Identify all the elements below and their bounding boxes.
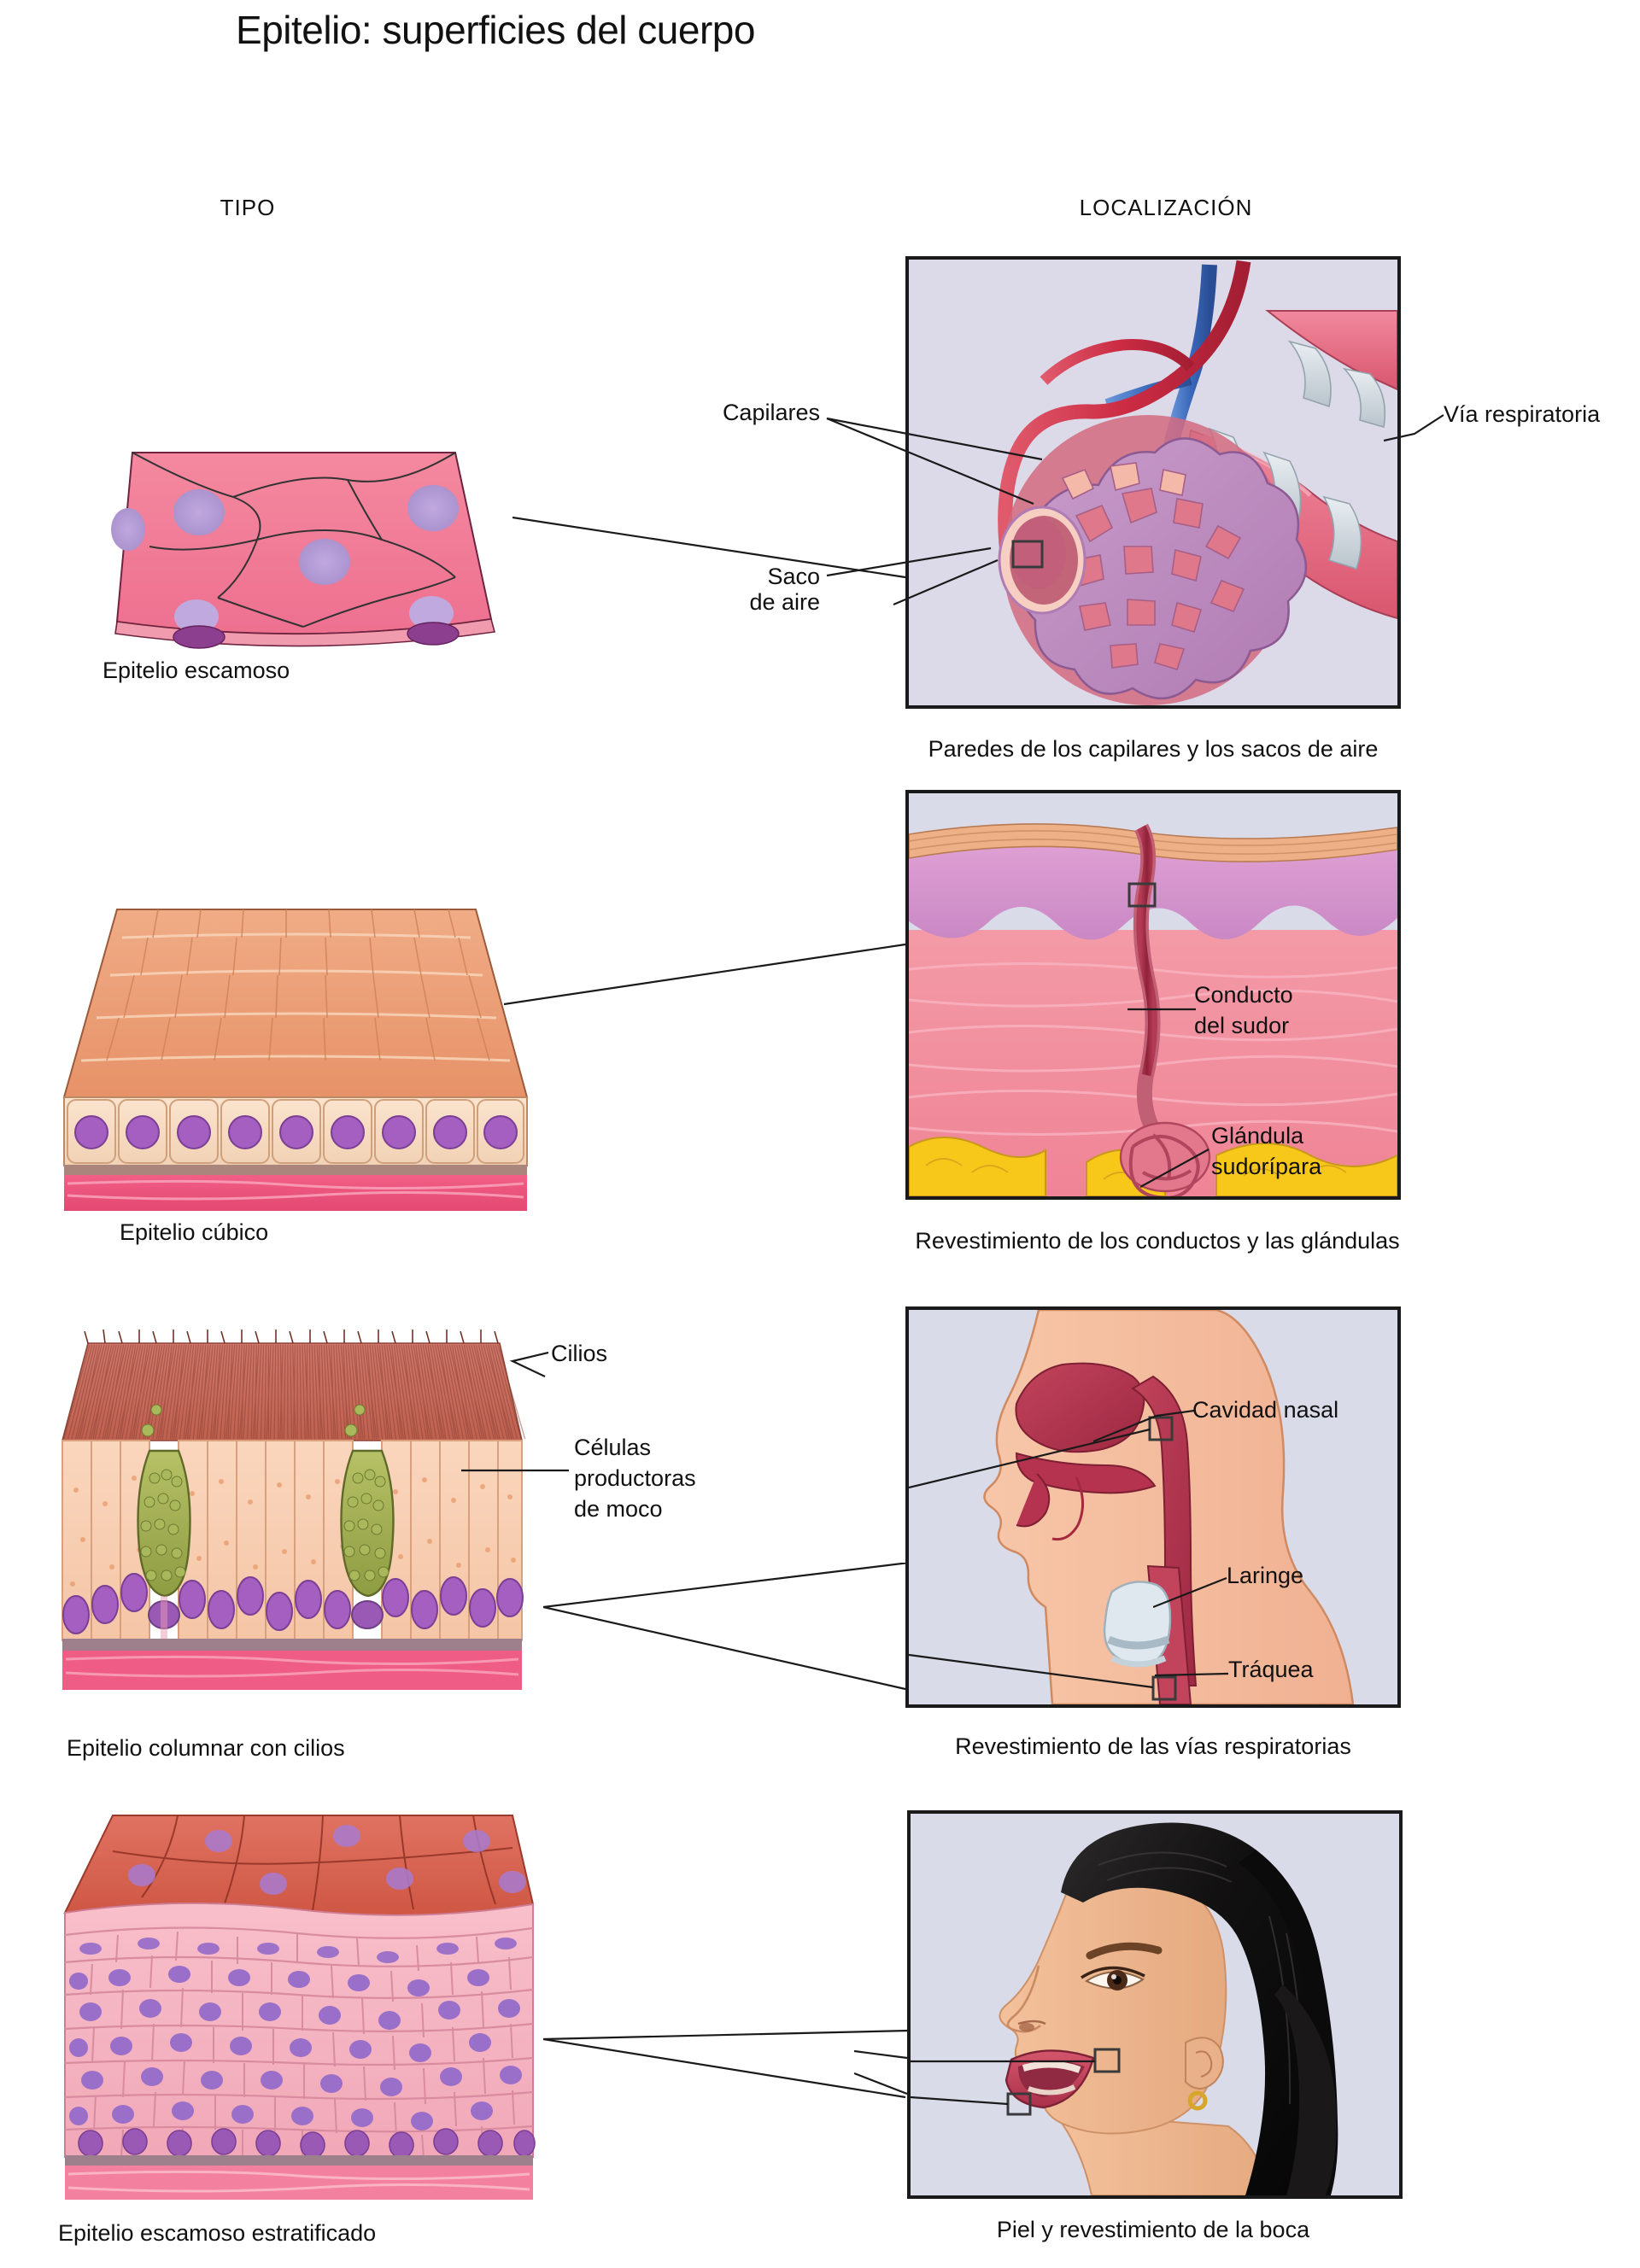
callout-box-nasal — [1148, 1416, 1174, 1441]
label-traquea: Tráquea — [1228, 1657, 1314, 1682]
callout-box-trachea — [1151, 1675, 1177, 1701]
label-cavidad-nasal: Cavidad nasal — [1192, 1397, 1339, 1423]
callout-box-air-sac — [1011, 540, 1044, 569]
leader-columnar-to-panel — [543, 1563, 910, 1691]
leader-cavidad-nasal — [1093, 1409, 1195, 1443]
leader-cuboidal-to-panel — [504, 943, 906, 1006]
leader-cilios — [509, 1351, 549, 1377]
panel-face — [907, 1810, 1403, 2199]
label-via-respiratoria: Vía respiratoria — [1444, 401, 1601, 427]
label-conducto-del-sudor-line1: Conducto — [1194, 982, 1293, 1008]
page-title: Epitelio: superficies del cuerpo — [236, 8, 755, 52]
label-saco-de-aire-line1: Saco — [767, 564, 820, 589]
leader-stratified-to-panel — [543, 2029, 910, 2099]
caption-columnar-location: Revestimiento de las vías respiratorias — [955, 1733, 1351, 1759]
label-celulas-moco-line3: de moco — [574, 1496, 663, 1522]
caption-cuboidal-location: Revestimiento de los conductos y las glá… — [915, 1228, 1400, 1254]
leaders-panel-alveoli — [826, 417, 1043, 606]
leader-squamous-to-panel — [512, 516, 906, 579]
columnar-cell-row — [62, 1404, 524, 1641]
leader-celulas-moco — [461, 1469, 569, 1472]
leader-laringe — [1153, 1576, 1227, 1609]
label-celulas-moco-line2: productoras — [574, 1465, 696, 1491]
fat-tissue — [909, 1137, 1397, 1196]
leader-via-respiratoria — [1384, 414, 1444, 442]
leader-glandula-sudoripara — [1140, 1149, 1210, 1188]
caption-squamous-type: Epitelio escamoso — [102, 658, 290, 683]
cuboidal-cell-row — [67, 1099, 524, 1164]
cuboidal-epithelium-illustration — [38, 871, 551, 1213]
panel-airway — [905, 1306, 1401, 1708]
label-saco-de-aire-line2: de aire — [749, 589, 820, 615]
alveolar-cluster — [998, 415, 1308, 705]
leader-conducto-del-sudor — [1128, 1008, 1196, 1011]
label-laringe: Laringe — [1227, 1563, 1304, 1588]
columnar-epithelium-illustration — [38, 1311, 551, 1704]
sweat-gland-coil — [1119, 1121, 1211, 1196]
panel-skin-sweat-gland — [905, 790, 1401, 1200]
panel-alveoli — [905, 256, 1401, 709]
caption-columnar-type: Epitelio columnar con cilios — [67, 1735, 345, 1761]
eye — [1081, 1966, 1145, 1990]
label-cilios: Cilios — [551, 1341, 608, 1366]
label-glandula-sudoripara-line1: Glándula — [1211, 1123, 1304, 1149]
caption-stratified-type: Epitelio escamoso estratificado — [58, 2220, 377, 2246]
column-header-location: LOCALIZACIÓN — [1079, 195, 1253, 220]
leader-traquea — [1155, 1672, 1229, 1677]
label-conducto-del-sudor-line2: del sudor — [1194, 1013, 1290, 1038]
callout-box-sweat-duct — [1128, 882, 1157, 908]
caption-stratified-location: Piel y revestimiento de la boca — [996, 2217, 1310, 2242]
column-header-type: TIPO — [220, 195, 276, 220]
caption-squamous-location: Paredes de los capilares y los sacos de … — [928, 736, 1379, 762]
label-glandula-sudoripara-line2: sudorípara — [1211, 1154, 1322, 1179]
stratified-layers — [64, 1902, 536, 2159]
goblet-cell-right — [340, 1404, 395, 1629]
ear — [1185, 2037, 1224, 2111]
larynx — [1103, 1581, 1172, 1668]
label-capilares: Capilares — [722, 400, 820, 425]
sweat-duct — [1119, 823, 1211, 1196]
goblet-cell-left — [137, 1404, 191, 1640]
caption-cuboidal-type: Epitelio cúbico — [120, 1219, 269, 1245]
squamous-epithelium-illustration — [47, 418, 542, 649]
leaders-face-panel-external — [854, 2049, 908, 2096]
label-celulas-moco-line1: Células — [574, 1435, 652, 1460]
stratified-squamous-illustration — [41, 1785, 554, 2203]
